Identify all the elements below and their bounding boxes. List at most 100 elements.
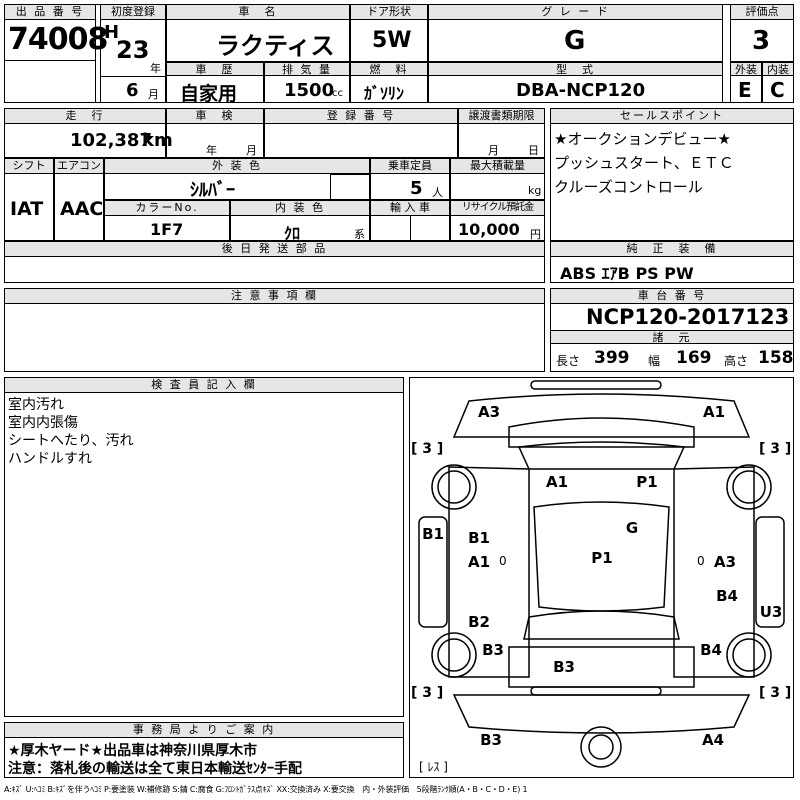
interior-grade: C [770, 78, 785, 102]
history-cell [166, 62, 264, 103]
zero-right: 0 [697, 554, 705, 568]
spare-tire-label: [ ﾚｽ ] [419, 760, 448, 774]
int-color-cell [230, 200, 370, 241]
tire-score-front-right: [ 3 ] [759, 441, 791, 457]
mark-front-right: A1 [703, 403, 725, 421]
tire-score-front-left: [ 3 ] [411, 441, 443, 457]
car-diagram: A3 A1 A1 P1 B1 B1 G A1 P1 A3 B4 U3 B2 B3… [411, 380, 791, 774]
tire-inner-fl [437, 470, 471, 504]
mark-door-front-left: B1 [468, 529, 490, 547]
inspector-line-4: ハンドルすれ [8, 451, 92, 467]
mileage: 102,387 [70, 130, 152, 151]
ac-cell [54, 158, 104, 241]
width-label: 幅 [648, 354, 661, 368]
tire-inner-rr [732, 638, 766, 672]
inspection-year-unit: 年 [206, 144, 217, 157]
lot-no-cell [4, 4, 96, 103]
length: 399 [594, 348, 630, 368]
interior-label: 内装 [762, 62, 794, 76]
fuel: ｶﾞｿﾘﾝ [364, 84, 405, 103]
office-label: 事 務 局 よ り ご 案 内 [4, 722, 404, 738]
transfer-month-unit: 月 [488, 144, 499, 157]
int-color-unit: 系 [354, 228, 365, 241]
mark-rear-right: A4 [702, 731, 724, 749]
mark-side-right: U3 [760, 603, 783, 621]
color-no-cell [104, 200, 230, 241]
transfer-cell [458, 108, 545, 158]
tire-score-rear-left: [ 3 ] [411, 685, 443, 701]
later-parts-label: 後 日 発 送 部 品 [4, 241, 545, 257]
length-label: 長さ [556, 354, 581, 368]
spare-tire-outer [580, 726, 622, 768]
equipment-label: 純 正 装 備 [550, 241, 794, 257]
body-left [448, 466, 530, 678]
rear-bumper [530, 686, 662, 696]
int-color-label: 内 装 色 [230, 200, 370, 216]
mileage-label: 走 行 [4, 108, 166, 124]
sales-points-label: セールスポイント [550, 108, 794, 124]
legend: A:ｷｽﾞ U:ﾍｺﾐ B:ｷｽﾞを伴うﾍｺﾐ P:要塗装 W:補修跡 S:錆 … [4, 785, 528, 794]
diagram-box [409, 377, 794, 778]
spare-tire-inner [588, 734, 614, 760]
inspection-cell [166, 108, 264, 158]
displacement-cell [264, 62, 350, 103]
shift: IAT [10, 198, 44, 220]
inspector-line-2: 室内内張傷 [8, 415, 78, 431]
lot-no: 74008 [8, 22, 108, 57]
year-unit: 年 [150, 62, 161, 75]
inspection-month-unit: 月 [246, 144, 257, 157]
sales-point-line-2: プッシュスタート、ＥＴＣ [554, 154, 734, 172]
mark-roof: P1 [591, 549, 612, 567]
tire-inner-fr [732, 470, 766, 504]
car-name-label: 車 名 [166, 4, 350, 20]
sales-point-line-1: ★オークションデビュー★ [554, 130, 731, 148]
door-cell [350, 4, 428, 62]
side-left [418, 516, 448, 628]
mark-door-right-a3: A3 [714, 553, 736, 571]
rear-window [523, 610, 680, 640]
recycle: 10,000 [458, 220, 520, 239]
model-cell [428, 62, 723, 103]
max-load-cell [450, 158, 545, 200]
exterior-grade: E [738, 78, 752, 102]
height-label: 高さ [724, 354, 749, 368]
mark-glass: G [626, 519, 638, 537]
chassis-label: 車 台 番 号 [550, 288, 794, 304]
int-color: ｸﾛ [284, 224, 301, 243]
capacity: 5 [410, 178, 423, 199]
side-right [755, 516, 785, 628]
mark-hood-left: A1 [546, 473, 568, 491]
reg-month: 6 [126, 80, 139, 101]
mileage-cell [4, 108, 166, 158]
mark-door-rear-left: B2 [468, 613, 490, 631]
car-name-cell [166, 4, 350, 62]
ext-color-sub [330, 174, 370, 200]
inspector-line-1: 室内汚れ [8, 397, 64, 413]
interior-cell [762, 62, 794, 103]
chassis-number: NCP120-2017123 [586, 305, 790, 329]
width: 169 [676, 348, 712, 368]
dims-label: 諸 元 [550, 330, 794, 344]
mark-fender-rear-left: B3 [482, 641, 504, 659]
exterior-cell [730, 62, 762, 103]
inspector-label: 検 査 員 記 入 欄 [4, 377, 404, 393]
grade: G [564, 26, 586, 56]
score-cell [730, 4, 794, 62]
capacity-unit: 人 [432, 186, 443, 199]
color-no: 1F7 [150, 220, 184, 239]
office-line-1: ★厚木ヤード★出品車は神奈川県厚木市 [8, 743, 258, 759]
rear-outline [452, 694, 751, 734]
model: DBA-NCP120 [516, 80, 646, 101]
mark-hood-right: P1 [636, 473, 657, 491]
tire-score-rear-right: [ 3 ] [759, 685, 791, 701]
mark-door-left-a1: A1 [468, 553, 490, 571]
tire-rear-left [431, 632, 477, 678]
hood [508, 417, 695, 448]
tire-front-right [726, 464, 772, 510]
grade-cell [428, 4, 723, 62]
mark-trunk: B3 [553, 658, 575, 676]
import-divider [410, 216, 411, 241]
inspection-label: 車 検 [166, 108, 264, 124]
mark-fender-rear-right: B4 [700, 641, 722, 659]
max-load-unit: kg [528, 184, 542, 197]
